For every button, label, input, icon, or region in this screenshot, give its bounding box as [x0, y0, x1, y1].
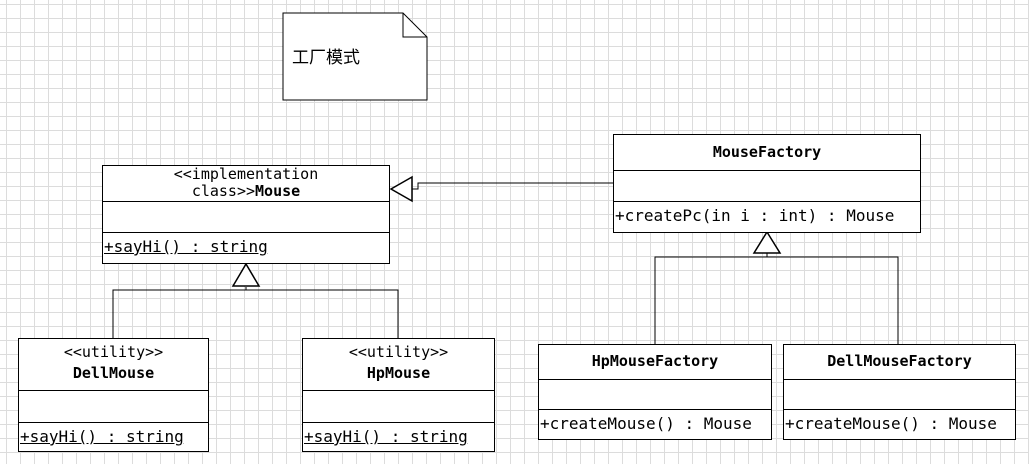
inheritance-arrowhead-mouse [231, 262, 261, 287]
class-mousefactory-header: MouseFactory [614, 135, 920, 171]
inheritance-hpmouse-line [246, 289, 399, 338]
class-dellmouse-operations: +sayHi() : string [19, 423, 208, 451]
class-hpmouse-name: HpMouse [366, 364, 431, 382]
class-mousefactory-operations: +createPc(in i : int) : Mouse [614, 202, 920, 230]
class-mousefactory[interactable]: MouseFactory +createPc(in i : int) : Mou… [613, 134, 921, 233]
class-dellmousefactory-header: DellMouseFactory [784, 345, 1015, 380]
class-dellmousefactory-name: DellMouseFactory [827, 352, 972, 370]
class-dellmousefactory-attributes [784, 380, 1015, 410]
class-dellmousefactory[interactable]: DellMouseFactory +createMouse() : Mouse [783, 344, 1016, 440]
class-hpmousefactory-attributes [539, 380, 771, 410]
class-mouse[interactable]: <<implementation class>>Mouse +sayHi() :… [102, 165, 390, 264]
class-dellmousefactory-operations: +createMouse() : Mouse [784, 410, 1015, 438]
class-dellmouse-name: DellMouse [72, 364, 155, 382]
note-label: 工厂模式 [292, 48, 360, 68]
class-dellmouse-attributes [19, 391, 208, 423]
note-shape [282, 12, 428, 101]
class-mouse-name-prefix: class>> [191, 182, 256, 200]
inheritance-dellmouse-line [112, 287, 247, 338]
class-dellmousefactory-operation: +createMouse() : Mouse [785, 414, 997, 433]
class-mouse-header: <<implementation class>>Mouse [103, 166, 389, 202]
class-mouse-operation: +sayHi() : string [104, 237, 268, 256]
class-mouse-operations: +sayHi() : string [103, 233, 389, 261]
inheritance-dellmousefactory-line [767, 256, 899, 344]
class-hpmousefactory-header: HpMouseFactory [539, 345, 771, 380]
realization-arrowhead-mouse [389, 175, 413, 203]
class-dellmouse-stereotype: <<utility>> [63, 343, 164, 361]
class-hpmouse-attributes [303, 391, 494, 423]
inheritance-hpmousefactory-line [654, 253, 768, 344]
note-fold [402, 13, 427, 38]
class-dellmouse-header: <<utility>> DellMouse [19, 339, 208, 391]
class-dellmouse[interactable]: <<utility>> DellMouse +sayHi() : string [18, 338, 209, 452]
class-hpmousefactory-operations: +createMouse() : Mouse [539, 410, 771, 438]
class-hpmouse-header: <<utility>> HpMouse [303, 339, 494, 391]
realization-mousefactory-line [412, 182, 613, 190]
class-hpmouse-operation: +sayHi() : string [304, 427, 468, 446]
class-mousefactory-name: MouseFactory [712, 143, 822, 161]
class-hpmouse-stereotype: <<utility>> [348, 343, 449, 361]
inheritance-arrowhead-mousefactory [752, 230, 782, 254]
class-mousefactory-operation: +createPc(in i : int) : Mouse [615, 206, 895, 225]
class-hpmouse[interactable]: <<utility>> HpMouse +sayHi() : string [302, 338, 495, 452]
class-mousefactory-attributes [614, 171, 920, 202]
class-mouse-title: class>>Mouse [103, 183, 389, 200]
class-mouse-attributes [103, 202, 389, 233]
class-hpmousefactory[interactable]: HpMouseFactory +createMouse() : Mouse [538, 344, 772, 440]
class-dellmouse-operation: +sayHi() : string [20, 427, 184, 446]
class-mouse-name: Mouse [255, 182, 301, 200]
class-hpmousefactory-name: HpMouseFactory [591, 352, 719, 370]
class-hpmouse-operations: +sayHi() : string [303, 423, 494, 451]
class-hpmousefactory-operation: +createMouse() : Mouse [540, 414, 752, 433]
class-mouse-stereotype: <<implementation [173, 165, 319, 183]
